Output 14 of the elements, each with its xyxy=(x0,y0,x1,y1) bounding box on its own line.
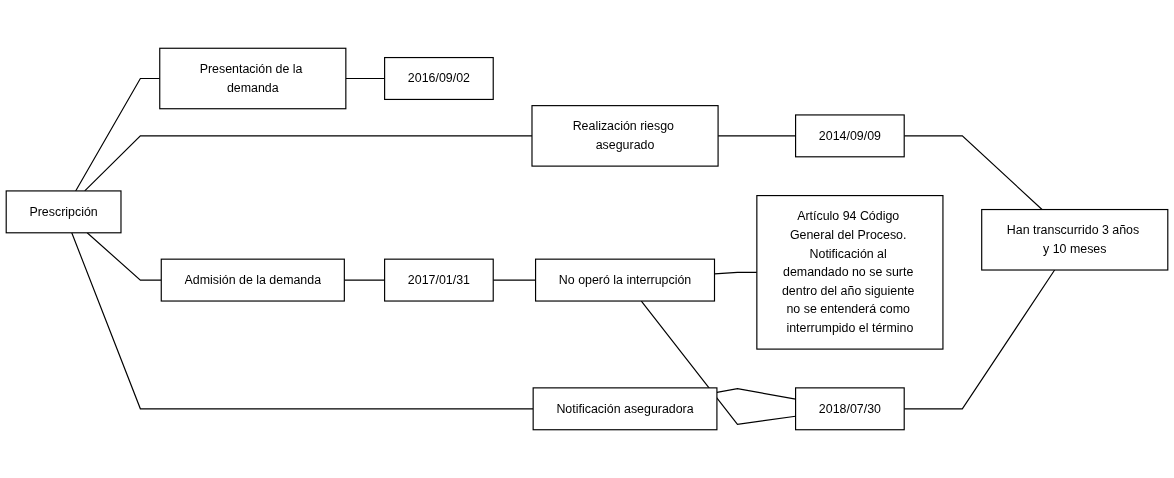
node-box: 2017/01/31 xyxy=(384,258,494,302)
connector xyxy=(86,232,162,281)
node-box: Realización riesgo asegurado xyxy=(531,105,719,167)
node-box: 2016/09/02 xyxy=(384,57,494,100)
node-box: Notificación aseguradora xyxy=(532,387,718,431)
node-box: Artículo 94 Código General del Proceso. Notificación al demandado no se surte dentro del año siguiente no se entenderá como interrumpido el término xyxy=(756,195,944,350)
node-box: No operó la interrupción xyxy=(535,258,716,302)
node-box: Presentación de la demanda xyxy=(159,47,347,110)
connector xyxy=(71,232,534,410)
node-box: 2014/09/09 xyxy=(795,114,905,158)
node-box: Prescripción xyxy=(5,190,122,234)
node-box: 2018/07/30 xyxy=(795,387,905,431)
node-box: Admisión de la demanda xyxy=(160,258,345,302)
node-box: Han transcurrido 3 años y 10 meses xyxy=(981,208,1169,271)
